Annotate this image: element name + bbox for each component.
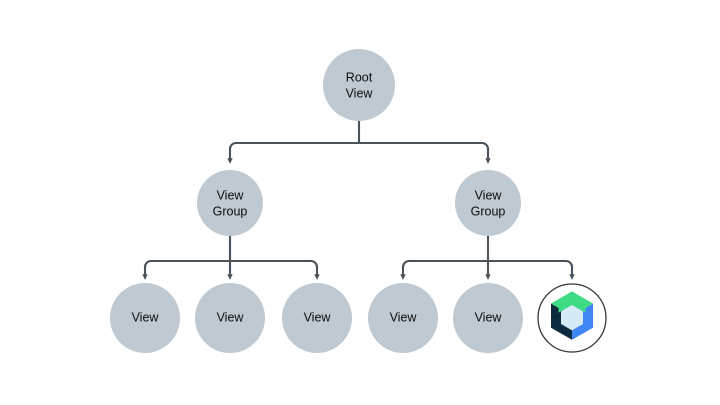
view-2-circle[interactable] (195, 283, 265, 353)
view-1-label: View (132, 310, 160, 324)
node-view-1[interactable]: View (110, 283, 180, 353)
node-view-2[interactable]: View (195, 283, 265, 353)
view-group-right-label-line1: View (475, 188, 503, 202)
edge-corner-left-3 (310, 259, 319, 268)
compose-cube-top-chevron (558, 300, 586, 313)
view-group-right-circle[interactable] (455, 170, 521, 236)
edge-corner-left (228, 141, 237, 150)
node-view-3[interactable]: View (282, 283, 352, 353)
view-5-circle[interactable] (453, 283, 523, 353)
node-root-view[interactable]: Root View (323, 49, 395, 121)
view-group-right-label-line2: Group (471, 204, 506, 218)
edge-group-root-to-viewgroups (227, 121, 491, 164)
root-view-circle[interactable] (323, 49, 395, 121)
node-view-group-left[interactable]: View Group (197, 170, 263, 236)
view-group-left-label-line2: Group (213, 204, 248, 218)
node-view-4[interactable]: View (368, 283, 438, 353)
view-group-left-circle[interactable] (197, 170, 263, 236)
view-3-label: View (304, 310, 332, 324)
jetpack-compose-logo-icon (551, 291, 593, 340)
compose-cube-center-hexagon (561, 305, 583, 331)
view-5-label: View (475, 310, 503, 324)
view-1-circle[interactable] (110, 283, 180, 353)
edge-corner-right (481, 141, 490, 150)
node-view-group-right[interactable]: View Group (455, 170, 521, 236)
node-view-5[interactable]: View (453, 283, 523, 353)
edge-group-right-viewgroup-to-leaves (400, 236, 575, 280)
edge-group-left-viewgroup-to-leaves (142, 236, 320, 280)
view-group-left-label-line1: View (217, 188, 245, 202)
root-view-label-line1: Root (346, 70, 373, 84)
view-2-label: View (217, 310, 245, 324)
view-4-label: View (390, 310, 418, 324)
root-view-label-line2: View (346, 86, 374, 100)
node-compose[interactable] (537, 283, 607, 353)
edge-corner-right-1 (401, 259, 410, 268)
view-4-circle[interactable] (368, 283, 438, 353)
edge-corner-right-3 (565, 259, 574, 268)
edge-corner-left-1 (143, 259, 152, 268)
view-3-circle[interactable] (282, 283, 352, 353)
